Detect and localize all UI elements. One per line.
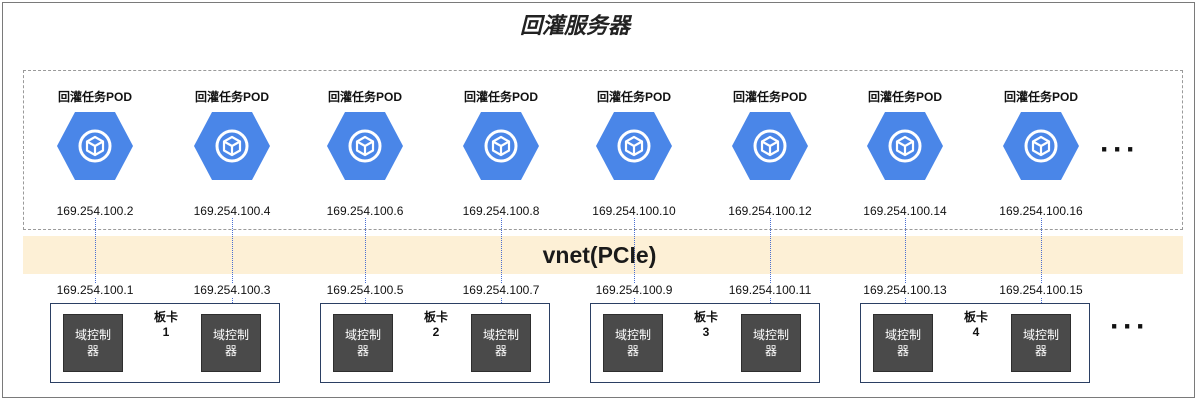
pod-title: 回灌任务POD xyxy=(732,90,807,104)
host-ip-label: 169.254.100.3 xyxy=(167,283,297,297)
pod-link-line xyxy=(501,212,502,307)
board-word: 板卡 xyxy=(963,310,988,324)
pod-link-line xyxy=(905,212,906,307)
pod-ellipsis: ··· xyxy=(1100,133,1139,166)
kubernetes-pod-icon xyxy=(192,110,272,182)
pod-title: 回灌任务POD xyxy=(327,90,402,104)
domain-controller-box: 域控制器 xyxy=(63,314,123,372)
kubernetes-pod-icon xyxy=(865,110,945,182)
kubernetes-pod-icon xyxy=(325,110,405,182)
pod-title: 回灌任务POD xyxy=(57,90,132,104)
board-ellipsis: ··· xyxy=(1110,310,1149,343)
host-ip-label: 169.254.100.9 xyxy=(569,283,699,297)
board-number: 3 xyxy=(702,325,710,339)
domain-controller-box: 域控制器 xyxy=(201,314,261,372)
pod-title: 回灌任务POD xyxy=(867,90,942,104)
domain-controller-box: 域控制器 xyxy=(333,314,393,372)
pod-ip-label: 169.254.100.12 xyxy=(705,204,835,218)
domain-controller-box: 域控制器 xyxy=(603,314,663,372)
domain-controller-box: 域控制器 xyxy=(1011,314,1071,372)
board-number: 2 xyxy=(432,325,440,339)
board-word: 板卡 xyxy=(423,310,448,324)
pod-link-line xyxy=(634,212,635,307)
pod-ip-label: 169.254.100.8 xyxy=(436,204,566,218)
pod-ip-label: 169.254.100.14 xyxy=(840,204,970,218)
host-ip-label: 169.254.100.5 xyxy=(300,283,430,297)
pod-title: 回灌任务POD xyxy=(1003,90,1078,104)
vnet-label: vnet(PCIe) xyxy=(542,242,657,268)
pod-ip-label: 169.254.100.2 xyxy=(30,204,160,218)
vnet-band xyxy=(23,236,1183,274)
pod-link-line xyxy=(232,212,233,307)
board-number: 4 xyxy=(972,325,980,339)
pod-ip-label: 169.254.100.6 xyxy=(300,204,430,218)
board-number: 1 xyxy=(162,325,170,339)
kubernetes-pod-icon xyxy=(461,110,541,182)
board-word: 板卡 xyxy=(693,310,718,324)
kubernetes-pod-icon xyxy=(594,110,674,182)
pod-title: 回灌任务POD xyxy=(596,90,671,104)
host-ip-label: 169.254.100.1 xyxy=(30,283,160,297)
server-title: 回灌服务器 xyxy=(519,13,630,38)
pod-ip-label: 169.254.100.10 xyxy=(569,204,699,218)
pod-region xyxy=(23,70,1183,230)
domain-controller-box: 域控制器 xyxy=(873,314,933,372)
host-ip-label: 169.254.100.13 xyxy=(840,283,970,297)
pod-ip-label: 169.254.100.16 xyxy=(976,204,1106,218)
pod-ip-label: 169.254.100.4 xyxy=(167,204,297,218)
pod-link-line xyxy=(1041,212,1042,307)
board-word: 板卡 xyxy=(153,310,178,324)
pod-link-line xyxy=(95,212,96,307)
host-ip-label: 169.254.100.7 xyxy=(436,283,566,297)
kubernetes-pod-icon xyxy=(1001,110,1081,182)
host-ip-label: 169.254.100.15 xyxy=(976,283,1106,297)
pod-link-line xyxy=(770,212,771,307)
host-ip-label: 169.254.100.11 xyxy=(705,283,835,297)
domain-controller-box: 域控制器 xyxy=(471,314,531,372)
domain-controller-box: 域控制器 xyxy=(741,314,801,372)
pod-link-line xyxy=(365,212,366,307)
pod-title: 回灌任务POD xyxy=(194,90,269,104)
kubernetes-pod-icon xyxy=(55,110,135,182)
pod-title: 回灌任务POD xyxy=(463,90,538,104)
kubernetes-pod-icon xyxy=(730,110,810,182)
